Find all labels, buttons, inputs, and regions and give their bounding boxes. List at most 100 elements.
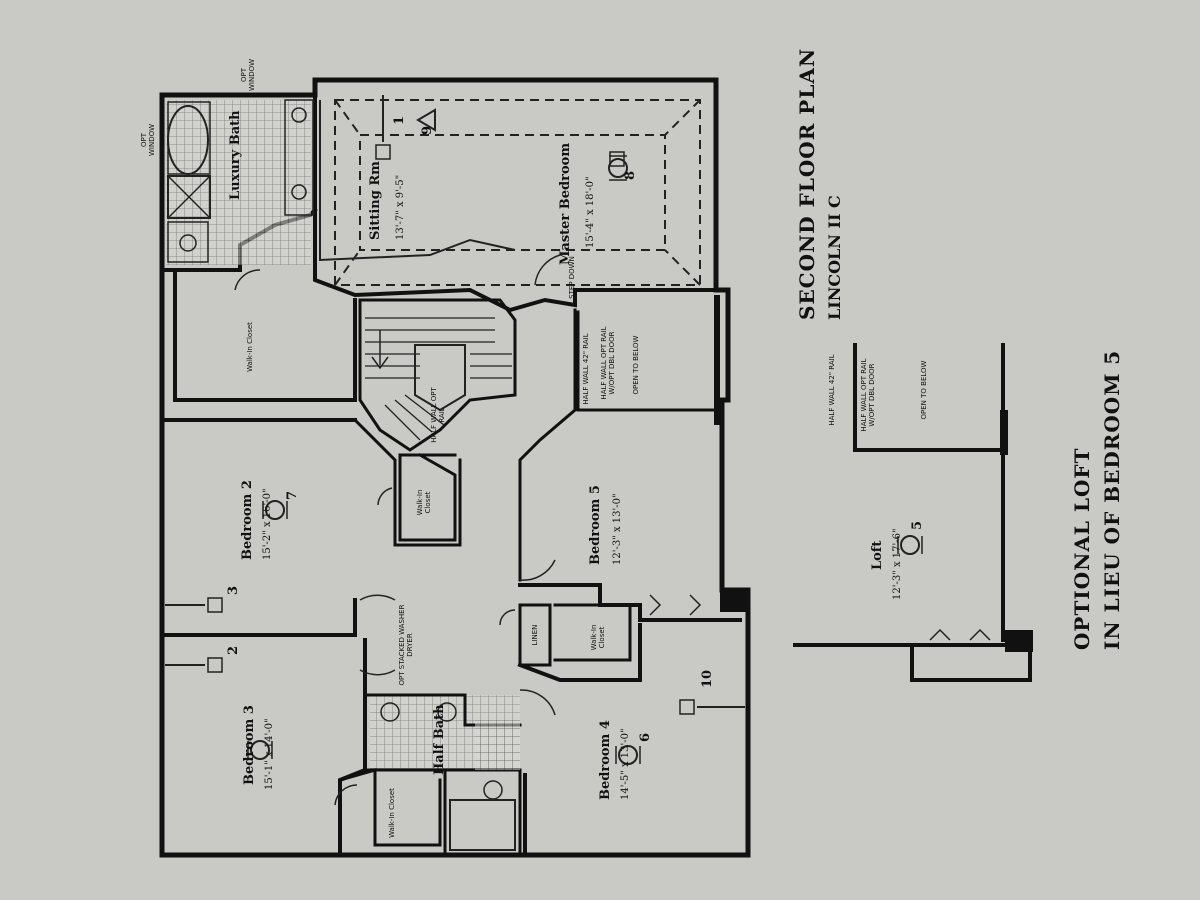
- bedroom5-name: Bedroom 5: [588, 485, 603, 565]
- stair-outline: [358, 298, 517, 452]
- loft-name: Loft: [870, 540, 885, 570]
- bedroom2-closet: [398, 452, 457, 542]
- marker-sitting: [375, 95, 391, 160]
- exterior-wall: [159, 77, 751, 858]
- callout-9: 9: [420, 125, 435, 135]
- callout-5: 5: [910, 520, 925, 530]
- luxury-bath-floor: [166, 100, 311, 265]
- fan-bedroom3: [247, 740, 273, 760]
- tub-deck: [167, 101, 211, 175]
- bedroom4-tile: [475, 720, 520, 770]
- loft-corner-block: [1005, 630, 1033, 652]
- loft-door-marks: [929, 628, 991, 641]
- master-suite: [160, 93, 718, 402]
- fan-bedroom2: [262, 500, 288, 520]
- marker-10: [679, 699, 745, 715]
- half-bath-name: Half Bath: [432, 704, 447, 775]
- stack-note: OPT STACKED WASHER DRYER: [398, 604, 414, 686]
- loft-walls: [793, 343, 1032, 682]
- callout-1: 1: [392, 115, 407, 125]
- sitting-room-wall: [319, 100, 516, 262]
- sitting-room-dims: 13'-7" x 9'-5": [395, 174, 406, 240]
- bedroom2-closet-door: [377, 487, 393, 506]
- loft-window: [1000, 410, 1008, 455]
- half-wall-upper: [518, 308, 577, 582]
- half-wall-rail: [352, 417, 462, 547]
- marker-bed-tv: [609, 151, 625, 167]
- master-closet-name: Walk-In Closet: [246, 322, 254, 372]
- half-wall-opt-loft-note: HALF WALL OPT RAIL W/OPT DBL DOOR: [860, 358, 876, 432]
- bedroom-door-arcs: [499, 559, 702, 716]
- bedroom5-dims: 12'-3" x 13'-0": [612, 493, 623, 565]
- stair-hall: [352, 298, 517, 547]
- closet-door-arc: [234, 269, 261, 291]
- main-floor-plan: [159, 77, 923, 858]
- sink-1: [291, 107, 307, 123]
- toilet-area: [167, 221, 209, 263]
- bedroom2-name: Bedroom 2: [240, 480, 255, 560]
- stair-landing: [414, 344, 466, 412]
- linen-label: LINEN: [531, 624, 539, 646]
- fan-loft: [897, 535, 923, 555]
- master-bedroom-dims: 15'-4" x 18'-0": [585, 176, 596, 248]
- window-opt-note-2: OPT WINDOW: [240, 58, 256, 92]
- half-wall-note: HALF WALL 42" RAIL: [582, 333, 590, 405]
- callout-2: 2: [226, 645, 241, 655]
- half-bath-sink-1: [380, 702, 400, 722]
- half-bath-sink-2: [437, 702, 457, 722]
- optional-subtitle: IN LIEU OF BEDROOM 5: [1100, 349, 1124, 650]
- stair-rail-note: HALF WALL OPT RAIL: [430, 387, 446, 443]
- callout-8: 8: [623, 170, 638, 180]
- bedroom2-dims: 15'-2" x 16'-0": [262, 488, 273, 560]
- callout-3: 3: [226, 585, 241, 595]
- ceiling-fan-symbols: [247, 155, 923, 765]
- bedroom-doors: [359, 594, 396, 676]
- bedroom2-closet-name: Walk-In Closet: [416, 489, 432, 516]
- bedroom3-closet-door: [334, 784, 358, 806]
- open-to-below-rail: [576, 310, 718, 412]
- bedroom3-closet-name: Walk-In Closet: [388, 788, 396, 838]
- shower-cross: [167, 175, 211, 219]
- linen-closet: [518, 603, 632, 667]
- shower: [167, 175, 211, 219]
- bedroom2-walls: [160, 418, 357, 637]
- marker-2: [165, 657, 223, 673]
- master-bedroom-walls: [313, 93, 718, 313]
- bedroom4-bedroom5: [475, 559, 748, 857]
- bedroom3-closet: [338, 768, 442, 847]
- bedroom4-name: Bedroom 4: [598, 720, 613, 800]
- master-tray-ceiling: [334, 99, 701, 286]
- bedroom3-walls: [338, 598, 367, 857]
- window-mark-right: [714, 295, 720, 425]
- walk-in-closet-master-walls: [173, 268, 357, 402]
- stair-arrow: [371, 330, 389, 370]
- fan-bedroom4: [615, 745, 641, 765]
- half-wall-opt-note: HALF WALL OPT RAIL W/OPT DBL DOOR: [600, 326, 616, 400]
- vanity: [284, 99, 314, 216]
- sitting-room-name: Sitting Rm: [368, 161, 383, 240]
- marker-3: [165, 597, 223, 613]
- bedroom3-dims: 15'-1" x 14'-0": [264, 718, 275, 790]
- open-to-below-note: OPEN TO BELOW: [632, 335, 640, 395]
- callout-10: 10: [700, 669, 715, 688]
- half-bath-tub: [449, 799, 516, 851]
- half-bath-toilet: [483, 780, 503, 800]
- stair-treads: [365, 317, 512, 441]
- bedroom3-name: Bedroom 3: [242, 705, 257, 785]
- open-to-below-loft-note: OPEN TO BELOW: [920, 360, 928, 420]
- plan-subtitle: LINCOLN II C: [825, 195, 844, 320]
- luxury-bath-name: Luxury Bath: [228, 110, 243, 200]
- toilet: [179, 234, 197, 252]
- bedroom4-walls: [517, 623, 642, 857]
- bedroom5-window: [720, 590, 748, 612]
- triangle-marker: [416, 108, 436, 132]
- step-down-note: STEP DOWN: [568, 256, 576, 299]
- sink-2: [291, 184, 307, 200]
- loft-dims: 12'-3" x 17'-6": [892, 528, 903, 600]
- master-bedroom-name: Master Bedroom: [558, 142, 573, 265]
- callout-7: 7: [285, 490, 300, 500]
- bedroom4-dims: 14'-5" x 13'-0": [620, 728, 631, 800]
- half-wall-loft-note: HALF WALL 42" RAIL: [828, 354, 836, 426]
